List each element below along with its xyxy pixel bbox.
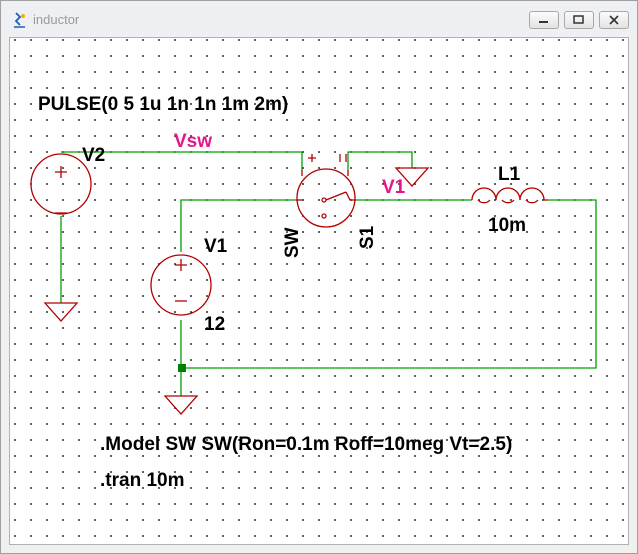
schematic-canvas[interactable]: PULSE(0 5 1u 1n 1n 1m 2m) V2 V1 12 L1 10… [9, 37, 629, 545]
schematic-drawing[interactable]: PULSE(0 5 1u 1n 1n 1m 2m) V2 V1 12 L1 10… [10, 38, 628, 544]
maximize-button[interactable] [564, 11, 594, 29]
ground-symbol[interactable] [43, 302, 79, 322]
tran-directive[interactable]: .tran 10m [100, 470, 184, 491]
v1-name-label[interactable]: V1 [204, 236, 228, 257]
ground-symbol[interactable] [163, 395, 199, 415]
l1-name-label[interactable]: L1 [498, 164, 521, 185]
restore-icon [573, 15, 584, 24]
wires [60, 151, 597, 396]
voltage-controlled-switch-s1[interactable] [296, 154, 356, 228]
inductor-l1[interactable] [471, 187, 548, 204]
v2-pulse-spec[interactable]: PULSE(0 5 1u 1n 1n 1m 2m) [38, 94, 288, 115]
close-icon [609, 15, 619, 25]
voltage-source-v1[interactable] [150, 254, 212, 316]
window-title: inductor [33, 12, 80, 27]
l1-value-label[interactable]: 10m [488, 215, 526, 236]
title-bar[interactable]: inductor [1, 1, 637, 37]
s1-model-label[interactable]: SW [282, 227, 303, 258]
v2-name-label[interactable]: V2 [82, 145, 105, 166]
junction-dot [178, 364, 186, 372]
v1-value-label[interactable]: 12 [204, 314, 225, 335]
s1-name-label[interactable]: S1 [357, 225, 378, 249]
close-button[interactable] [599, 11, 629, 29]
ltspice-schematic-icon [14, 12, 25, 28]
net-label-vsw[interactable]: Vsw [174, 131, 212, 152]
model-directive[interactable]: .Model SW SW(Ron=0.1m Roff=10meg Vt=2.5) [100, 434, 512, 455]
minimize-button[interactable] [529, 11, 559, 29]
net-label-v1[interactable]: V1 [382, 177, 406, 198]
voltage-source-v2[interactable] [30, 153, 92, 215]
ground-symbol[interactable] [394, 167, 430, 187]
minimize-icon [539, 21, 548, 23]
